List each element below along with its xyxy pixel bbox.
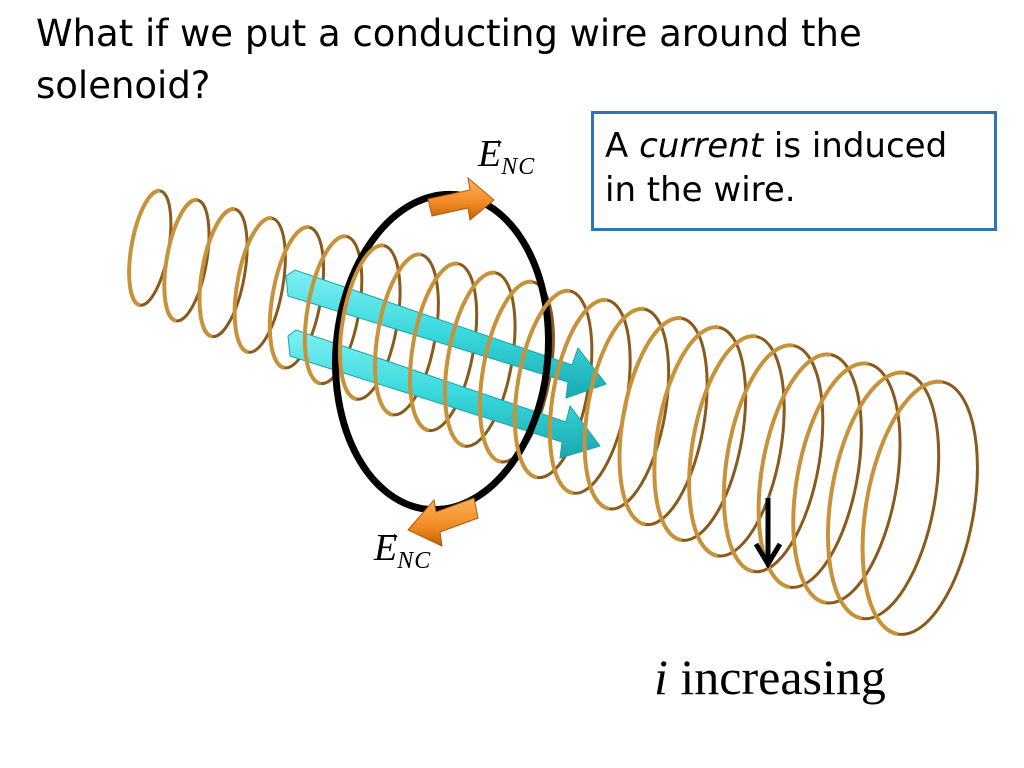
coil-turn-front bbox=[513, 288, 571, 480]
current-caption-text: increasing bbox=[680, 649, 886, 705]
current-direction-arrow bbox=[753, 498, 783, 569]
coil-turn-front bbox=[232, 216, 273, 355]
coil-turn-back bbox=[644, 316, 709, 527]
coil-turn-back bbox=[175, 198, 211, 323]
coil-turn-front bbox=[337, 243, 384, 402]
field-subscript: NC bbox=[501, 154, 536, 180]
current-caption: i increasing bbox=[654, 648, 886, 706]
solenoid-coil-front bbox=[127, 188, 943, 637]
electric-field-label-top: →ENC bbox=[478, 126, 536, 181]
coil-turn-front bbox=[617, 316, 682, 527]
coil-turn-front bbox=[722, 343, 794, 574]
callout-prefix: A bbox=[605, 126, 640, 166]
field-symbol: E bbox=[478, 133, 502, 175]
coil-turn-front bbox=[443, 270, 496, 449]
field-symbol: E bbox=[374, 527, 398, 569]
coil-turn-front bbox=[267, 225, 310, 370]
electric-field-arrow bbox=[407, 497, 479, 547]
coil-turn-front bbox=[127, 188, 161, 308]
electric-field-arrow bbox=[427, 176, 495, 221]
coil-turn-back bbox=[572, 298, 632, 495]
current-variable: i bbox=[654, 649, 668, 705]
coil-turn-front bbox=[547, 297, 608, 496]
coil-turn-back bbox=[211, 207, 249, 338]
callout-box: A current is induced in the wire. bbox=[591, 111, 997, 231]
coil-turn-back bbox=[789, 353, 863, 589]
vector-arrow-icon: → bbox=[484, 126, 506, 151]
coil-turn-back bbox=[608, 307, 671, 511]
coil-turn-front bbox=[408, 261, 459, 433]
coil-turn-front bbox=[373, 252, 422, 417]
coil-turn-back bbox=[861, 371, 941, 621]
coil-turn-front bbox=[303, 234, 347, 386]
coil-turn-back bbox=[139, 189, 173, 307]
coil-turn-front bbox=[478, 279, 533, 464]
field-subscript: NC bbox=[397, 548, 432, 574]
coil-turn-front bbox=[825, 370, 906, 621]
electric-field-label-bottom: →ENC bbox=[374, 520, 432, 575]
vector-arrow-icon: → bbox=[380, 520, 402, 545]
slide-title: What if we put a conducting wire around … bbox=[36, 12, 862, 107]
coil-turn-front bbox=[652, 325, 720, 543]
coil-turn-front bbox=[582, 306, 645, 511]
coil-turn-front bbox=[860, 379, 943, 637]
callout-suffix: is induced in the wire. bbox=[605, 126, 948, 210]
coil-turn-back bbox=[897, 380, 979, 636]
coil-turn-front bbox=[791, 361, 869, 605]
coil-turn-back bbox=[247, 216, 287, 354]
callout-emphasis: current bbox=[639, 126, 764, 166]
coil-turn-front bbox=[162, 197, 198, 323]
coil-turn-front bbox=[687, 334, 757, 558]
coil-turn-front bbox=[756, 352, 831, 590]
coil-turn-front bbox=[197, 207, 235, 339]
coil-turn-back bbox=[825, 362, 902, 605]
